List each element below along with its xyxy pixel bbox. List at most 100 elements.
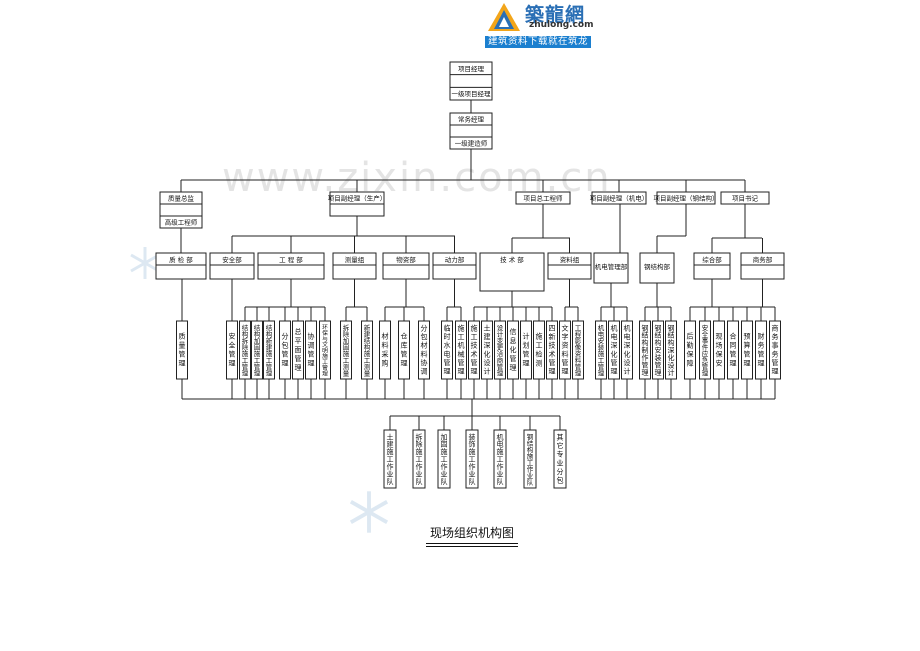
team-box <box>465 429 479 489</box>
function-box-char: 时 <box>444 332 451 341</box>
team-box-char: 土 <box>387 432 394 441</box>
team-box-char: 分 <box>557 467 564 476</box>
function-box-char: 调 <box>308 340 315 349</box>
function-box-char: 建 <box>266 342 273 351</box>
box-quality_chief-text: 高级工程师 <box>165 218 198 227</box>
function-box-char: 急 <box>702 355 709 364</box>
function-box-char: 施 <box>598 349 605 358</box>
function-box-char: 总 <box>295 327 302 336</box>
function-box-char: 测 <box>364 363 371 371</box>
box-secretary-text: 项目书记 <box>732 194 759 203</box>
function-box-char: 理 <box>611 368 618 376</box>
function-box-char: 施 <box>266 349 273 358</box>
function-box-char: 作 <box>642 353 649 362</box>
function-box-char: 计 <box>497 329 504 338</box>
function-box-char: 保 <box>716 349 723 358</box>
box-qc_dept <box>155 252 207 280</box>
function-box-char: 管 <box>642 360 649 369</box>
function-box-char: 化 <box>510 345 517 354</box>
team-box-char: 队 <box>416 477 423 486</box>
function-box-char: 务 <box>772 349 779 358</box>
function-box-char: 协 <box>308 331 315 340</box>
team-box-char: 包 <box>557 476 564 485</box>
label-material_dept: 物资部 <box>396 255 416 264</box>
function-box-char: 明 <box>322 347 328 354</box>
logo-top: 築龍網 zhulong.com <box>485 0 594 34</box>
function-box-char: 施 <box>364 349 371 358</box>
function-box-char: 四 <box>549 324 556 332</box>
team-box-char: 作 <box>497 462 504 471</box>
function-box-char: 建 <box>364 329 371 338</box>
function-box-char: 保 <box>687 349 694 358</box>
box-survey_dept <box>332 252 377 280</box>
function-box-char: 理 <box>322 370 328 377</box>
team-box-char: 加 <box>441 432 448 441</box>
label-qc_dept: 质 检 部 <box>169 255 193 264</box>
function-box-char: 管 <box>730 349 737 358</box>
function-box-char: 面 <box>295 346 302 354</box>
function-box-char: 洽 <box>497 349 504 358</box>
function-box-char: 构 <box>668 338 675 347</box>
function-box-char: 理 <box>758 359 765 367</box>
function-box-char: 深 <box>624 341 631 350</box>
function-box-char: 加 <box>254 336 261 345</box>
function-box-char: 材 <box>382 331 389 340</box>
team-box-char: 作 <box>469 462 476 471</box>
box-business_dept <box>740 252 785 280</box>
function-box-char: 购 <box>382 358 389 367</box>
function-box-char: 料 <box>382 340 389 349</box>
function-box-char: 械 <box>458 349 465 358</box>
function-box-char: 管 <box>611 358 618 367</box>
function-box-char: 施 <box>458 323 465 332</box>
function-box-char: 新 <box>549 332 556 341</box>
function-box-char: 深 <box>668 346 675 355</box>
function-box-char: 机 <box>598 323 605 332</box>
function-box-char: 息 <box>510 336 517 345</box>
function-box-char: 安 <box>716 358 723 367</box>
function-box-char: 安 <box>598 336 605 345</box>
function-box-char: 质 <box>179 331 186 340</box>
team-box <box>383 429 397 489</box>
box-pm-text: 项目经理 <box>458 64 485 73</box>
box-dpm_civil-text: 项目副经理（生产） <box>328 194 387 203</box>
function-box-char: 务 <box>772 332 779 341</box>
team-box-char: 业 <box>527 471 534 480</box>
function-box-char: 管 <box>497 362 504 371</box>
function-box-char: 理 <box>254 369 261 377</box>
box-dpm_mech-text: 项目副经理（机电） <box>590 194 649 203</box>
function-box-char: 化 <box>611 349 618 358</box>
function-box-char: 计 <box>523 331 530 340</box>
box-quality_chief-text: 质量总监 <box>168 194 195 203</box>
function-box-char: 固 <box>343 343 350 351</box>
function-box-char: 管 <box>772 358 779 367</box>
function-box-char: 变 <box>497 336 504 345</box>
function-box-char: 资 <box>575 349 582 358</box>
box-pm-text: 一级项目经理 <box>452 89 492 98</box>
function-box-char: 安 <box>655 346 662 355</box>
function-box-char: 理 <box>730 359 737 367</box>
function-box-char: 理 <box>229 359 236 367</box>
team-box-char: 作 <box>527 464 534 473</box>
function-box-char: 障 <box>687 358 694 367</box>
team-box-char: 工 <box>441 456 448 464</box>
team-box <box>523 429 537 489</box>
function-box-char: 理 <box>471 368 478 376</box>
box-safety_dept <box>209 252 255 280</box>
function-box-char: 管 <box>308 349 315 358</box>
function-box-char: 商 <box>772 323 779 332</box>
function-box-char: 结 <box>668 331 675 340</box>
label-steel_dept: 钢结构部 <box>644 262 671 271</box>
function-box-char: 量 <box>179 341 186 349</box>
function-box-char: 施 <box>343 349 350 358</box>
function-box-char: 调 <box>421 367 428 376</box>
box-eng_dept <box>257 252 325 280</box>
function-box-char: 工 <box>536 341 543 349</box>
function-box-char: 拆 <box>242 336 249 345</box>
function-box-char: 管 <box>322 364 328 372</box>
team-box-char: 业 <box>557 458 564 467</box>
team-box <box>412 429 426 489</box>
function-box-char: 理 <box>702 369 709 377</box>
function-box-char: 理 <box>179 359 186 367</box>
function-box-char: 测 <box>536 359 543 367</box>
